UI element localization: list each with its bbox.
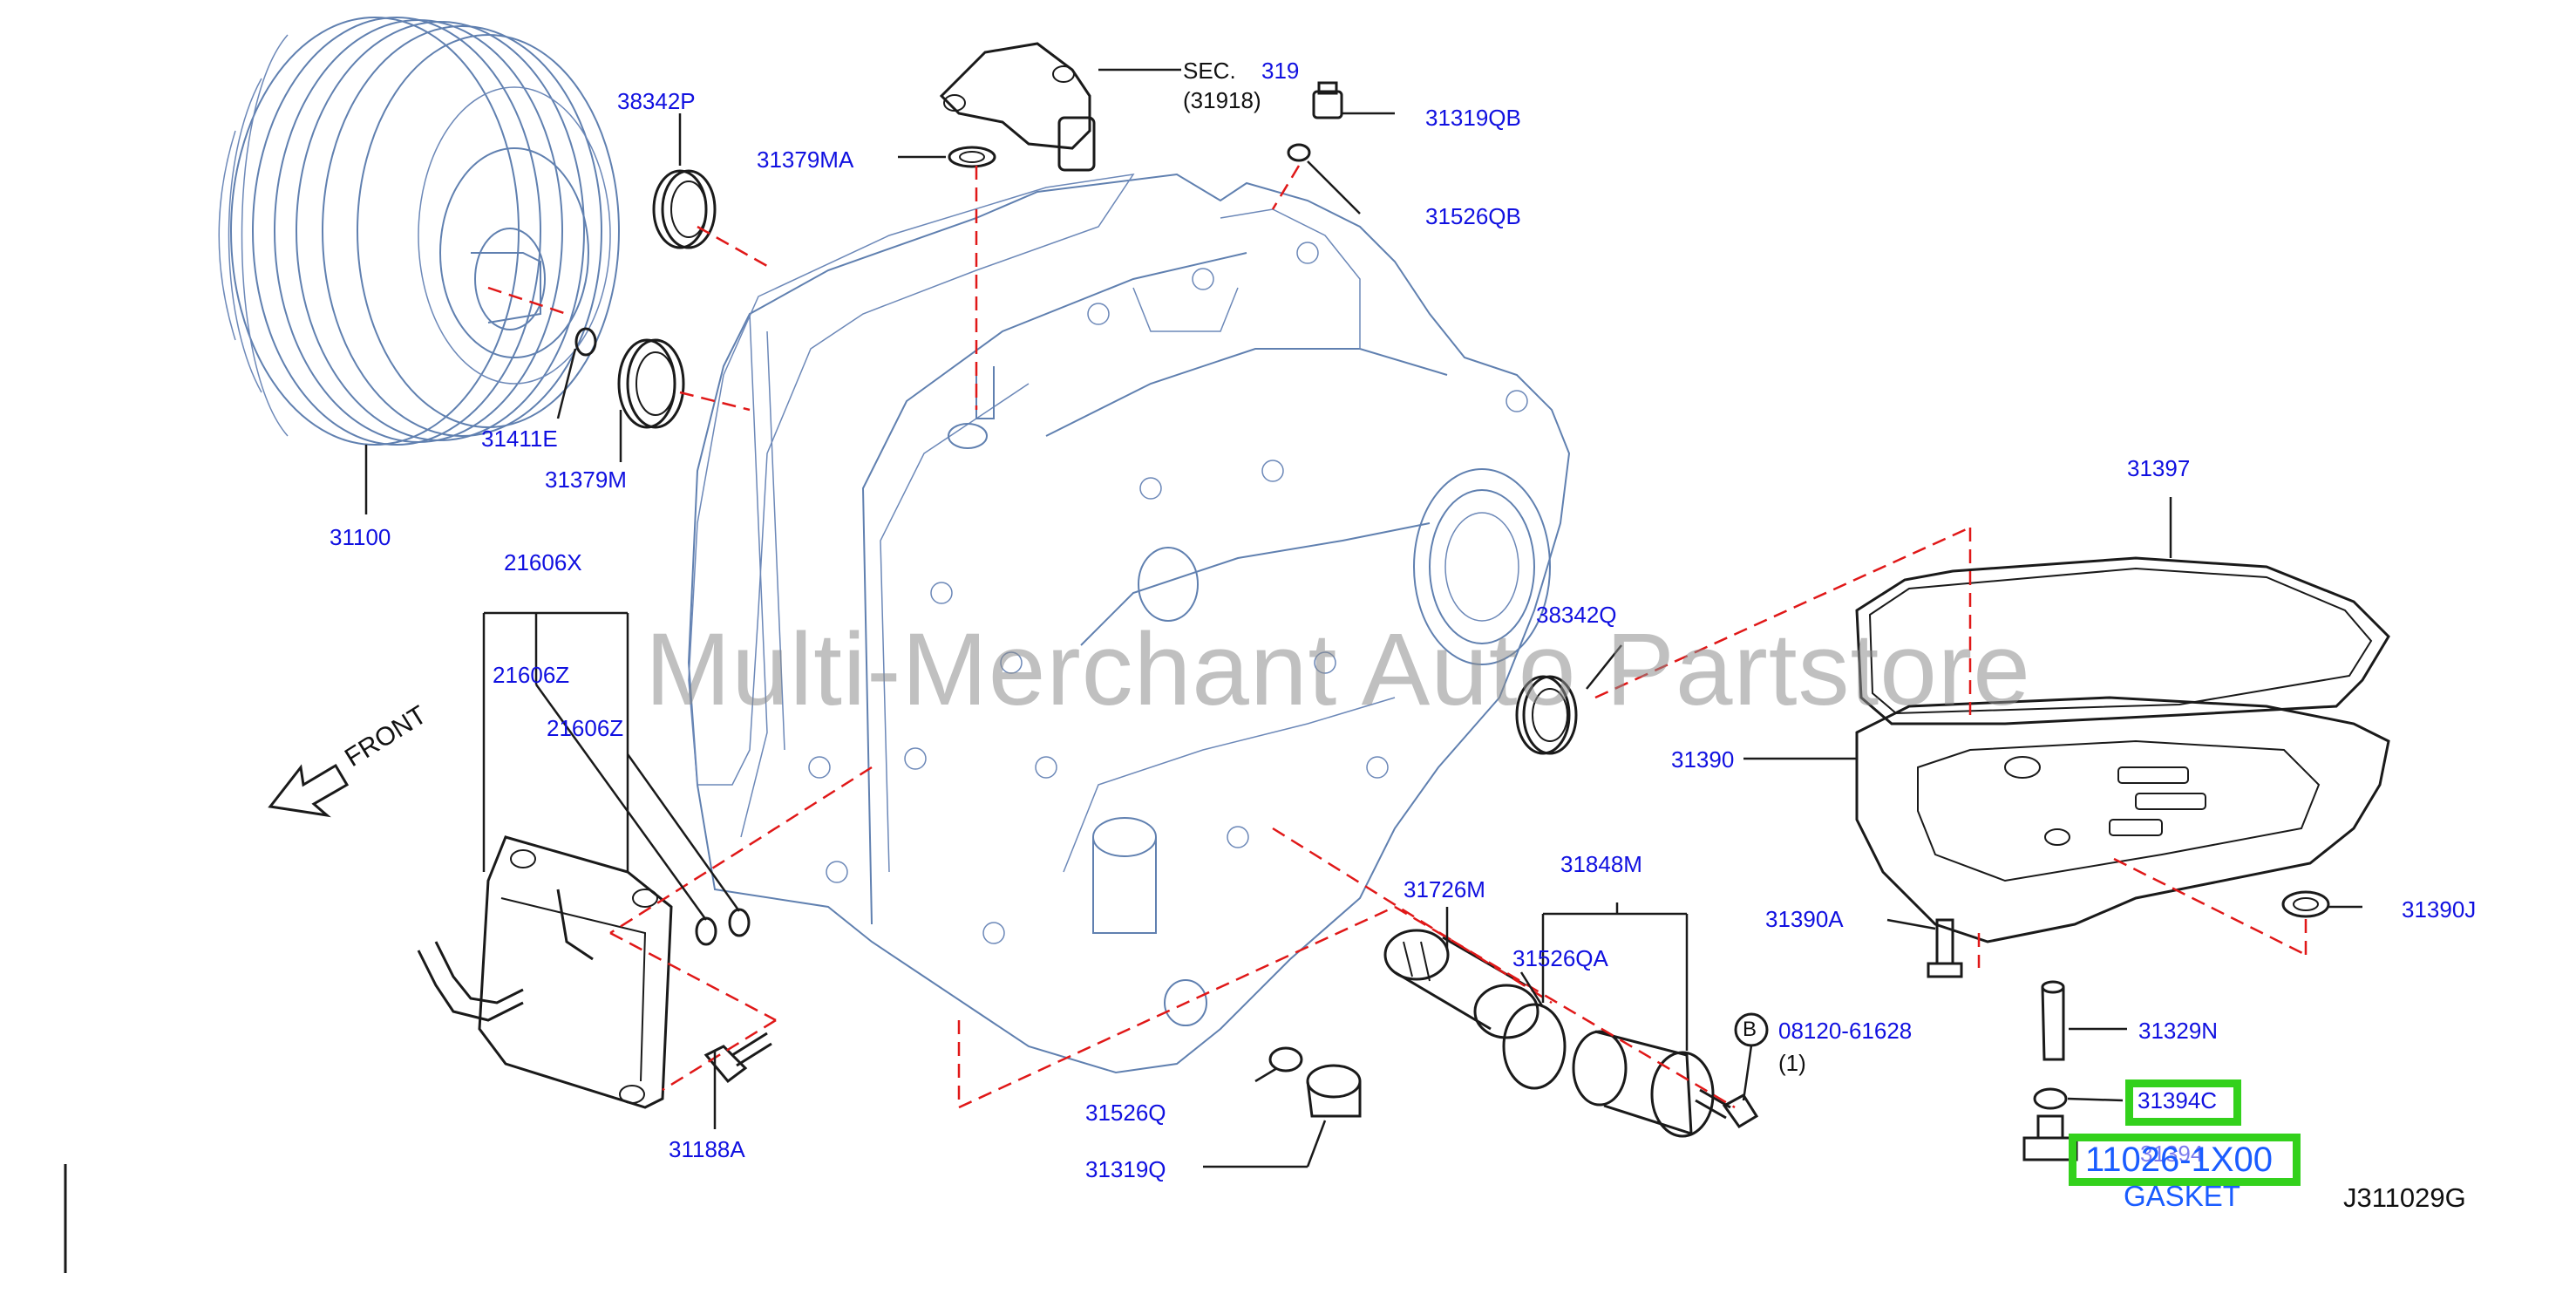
bolt-31188A: [703, 1032, 772, 1084]
sec-label: SEC.: [1183, 58, 1236, 84]
label-31100: 31100: [330, 524, 391, 550]
washer-31526QB: [1287, 143, 1311, 162]
label-31394C: 31394C: [2138, 1087, 2218, 1114]
label-31319Q: 31319Q: [1085, 1156, 1166, 1182]
label-38342Q: 38342Q: [1536, 602, 1617, 628]
oil-filter-31726M: [1383, 929, 1539, 1039]
oil-pan-31390: [1855, 696, 2390, 943]
label-31390J: 31390J: [2402, 896, 2477, 923]
label-21606Z-a: 21606Z: [493, 662, 570, 688]
label-31390: 31390: [1671, 746, 1735, 773]
label-21606X: 21606X: [504, 549, 582, 575]
washer-31390J: [2281, 890, 2330, 918]
label-31397: 31397: [2127, 455, 2191, 481]
plug-31319Q: [1306, 1064, 1362, 1118]
label-31726M: 31726M: [1404, 876, 1485, 902]
label-31848M: 31848M: [1560, 851, 1642, 877]
label-31411E: 31411E: [481, 426, 558, 452]
label-38342P: 38342P: [617, 88, 696, 114]
label-31188A: 31188A: [669, 1136, 745, 1162]
highlight-part-number: 11026-1X00: [2085, 1141, 2273, 1179]
label-31526Q: 31526Q: [1085, 1100, 1166, 1126]
front-arrow-icon: [268, 763, 350, 818]
label-31319QB: 31319QB: [1425, 105, 1521, 131]
o-ring-31526QA: [1502, 1003, 1567, 1090]
bolt-08120-61628: [1695, 1088, 1759, 1129]
label-31526QB: 31526QB: [1425, 203, 1521, 229]
position-sensor: [939, 42, 1181, 172]
highlight-box-31394C: [2125, 1079, 2241, 1126]
label-31390A: 31390A: [1765, 906, 1844, 932]
o-ring-21606Z-a: [695, 916, 717, 946]
sec-number: 319: [1261, 58, 1300, 84]
ring-31411E: [574, 327, 597, 357]
case-gasket: [688, 174, 1135, 786]
seal-38342Q: [1515, 675, 1578, 755]
label-31379M: 31379M: [545, 467, 627, 493]
watermark: Multi-Merchant Auto Partstore: [645, 612, 2031, 727]
transmission-case: [687, 173, 1571, 1074]
label-31526QA: 31526QA: [1512, 945, 1608, 971]
label-31329N: 31329N: [2138, 1018, 2219, 1044]
seal-31379MA: [948, 146, 996, 168]
sec-sub: (31918): [1183, 87, 1261, 113]
filter-cover-31848M: [1572, 1030, 1715, 1138]
diagram-code: J311029G: [2343, 1182, 2466, 1213]
label-31379MA: 31379MA: [757, 146, 854, 173]
bolt-ref-part: 08120-61628: [1778, 1018, 1913, 1044]
label-21606Z-b: 21606Z: [547, 715, 624, 741]
drain-plug: [2022, 1114, 2078, 1161]
seal-38342P: [652, 169, 717, 249]
bolt-ref-letter: B: [1743, 1018, 1757, 1041]
bolt-ref-qty: (1): [1778, 1050, 1806, 1076]
alignment-lines: [487, 165, 2308, 1109]
plug-31319QB: [1312, 81, 1343, 119]
oil-cooler: [417, 835, 673, 1109]
washer-31526Q: [1268, 1046, 1303, 1073]
tube-31329N: [2041, 980, 2065, 1061]
o-ring-21606Z-b: [728, 908, 751, 937]
highlight-description: GASKET: [2124, 1180, 2240, 1212]
torque-converter: [218, 17, 620, 446]
bolt-31390A: [1927, 918, 1963, 978]
seal-31379M: [617, 338, 685, 429]
pan-gasket-31397: [1855, 556, 2390, 725]
leader-lines: [364, 112, 2362, 1168]
highlight-box-part-number: [2069, 1134, 2301, 1186]
label-31394-hidden: 31394: [2140, 1141, 2204, 1167]
washer-31394C: [2033, 1087, 2068, 1110]
